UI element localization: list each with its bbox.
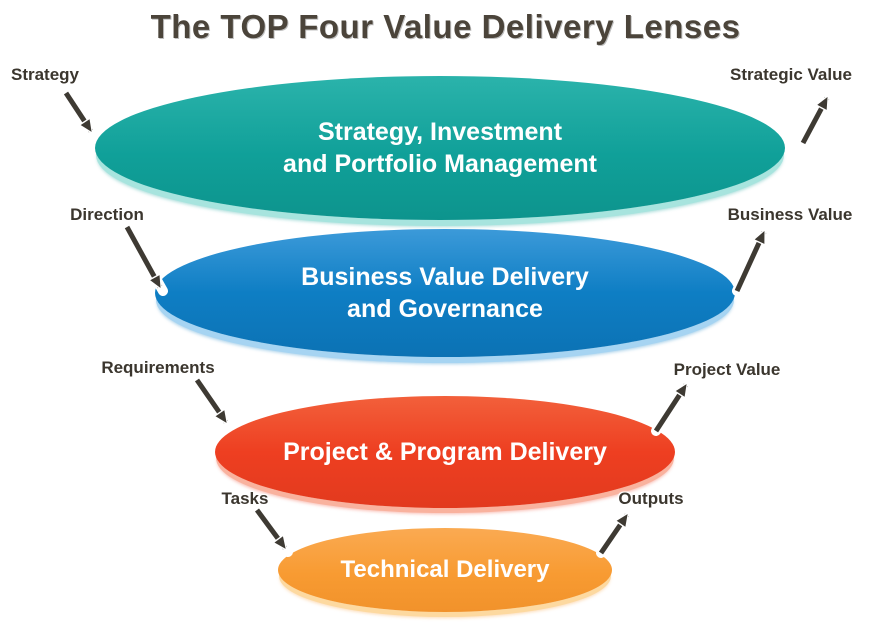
direction-arrow — [122, 222, 168, 296]
label-strategic-value: Strategic Value — [730, 65, 852, 84]
label-requirements: Requirements — [101, 358, 215, 377]
lens-business-value-governance: Business Value Delivery and Governance — [155, 229, 735, 357]
lens-label-line2: and Portfolio Management — [283, 150, 597, 178]
lens-label-line1: Technical Delivery — [340, 555, 550, 583]
tasks-arrow — [252, 505, 293, 557]
label-tasks: Tasks — [221, 489, 269, 508]
strategy-arrow — [61, 88, 98, 139]
lens-label-line2: and Governance — [347, 295, 543, 323]
label-project-value: Project Value — [673, 360, 781, 379]
outputs-arrow — [596, 506, 635, 558]
label-strategy: Strategy — [10, 65, 80, 84]
requirements-arrow — [192, 375, 234, 431]
strategic-value-arrow — [798, 89, 834, 148]
label-outputs: Outputs — [618, 489, 684, 508]
lens-strategy-investment-portfolio: Strategy, Investment and Portfolio Manag… — [95, 76, 785, 220]
label-business-value: Business Value — [727, 205, 853, 224]
lens-technical-delivery: Technical Delivery — [278, 528, 612, 612]
lens-label-line1: Project & Program Delivery — [283, 438, 607, 466]
lens-project-program-delivery: Project & Program Delivery — [215, 396, 675, 508]
lens-label-line1: Strategy, Investment — [317, 118, 563, 146]
label-direction: Direction — [70, 205, 144, 224]
business-value-arrow — [732, 223, 771, 296]
project-value-arrow — [651, 376, 694, 436]
lens-label-line1: Business Value Delivery — [301, 263, 589, 291]
page-title: The TOP Four Value Delivery Lenses — [150, 8, 741, 45]
